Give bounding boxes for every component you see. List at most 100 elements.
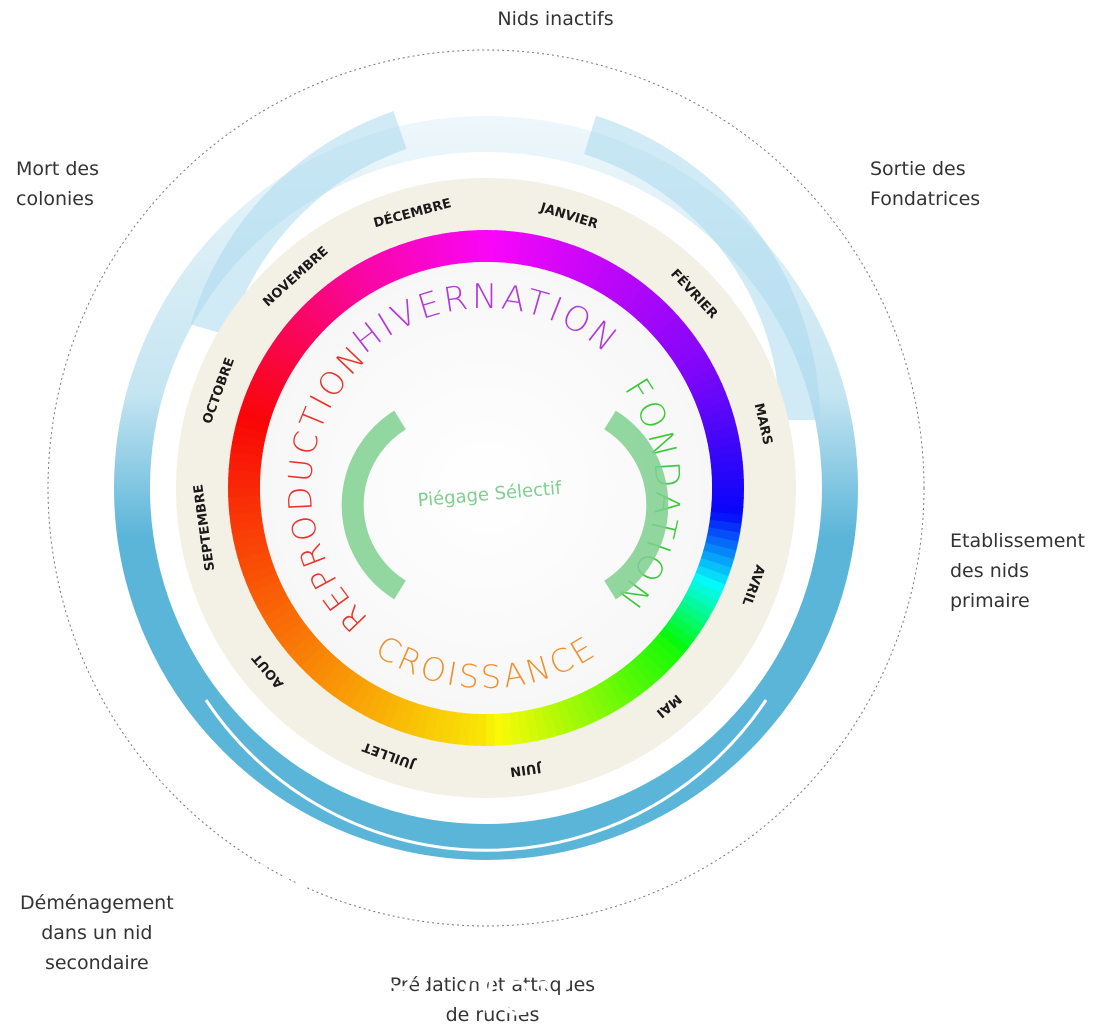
rainbow-segment [235,541,269,560]
rainbow-segment [262,349,296,375]
rainbow-segment [299,643,330,674]
rainbow-segment [637,296,667,327]
rainbow-segment [240,398,275,419]
rainbow-segment [246,571,280,593]
rainbow-segment [688,579,722,603]
rainbow-segment [705,425,739,443]
outer-blue-band [114,116,858,860]
label-mort-des-colonies: Mort des colonies [16,158,99,210]
rainbow-segment [681,359,715,384]
rainbow-segment [652,633,684,662]
rainbow-segment [475,713,486,746]
rainbow-segment [653,315,685,344]
rainbow-segment [647,639,678,669]
outer-band-text: DESTRUCTION DES NIDS [240,844,810,1026]
inner-disk [260,262,712,714]
rainbow-segment [381,248,403,282]
rainbow-segment [597,679,623,713]
rainbow-segment [364,255,389,289]
rainbow-segment [325,665,354,697]
rainbow-segment [525,233,542,268]
rainbow-segment [532,235,551,270]
rainbow-segment [320,283,349,315]
rainbow-segment [663,620,695,649]
label-sortie-des-fondatrices: Sortie des Fondatrices [870,158,981,210]
rainbow-segment [684,587,718,611]
rainbow-segment [340,674,367,707]
rainbow-segment [700,408,735,428]
rainbow-segment [664,329,696,357]
rainbow-segment [548,239,568,274]
rainbow-segment [659,322,691,351]
rainbow-segment [576,691,600,725]
rainbow-segment [539,705,558,739]
rainbow-segment [700,550,735,570]
rainbow-segment [672,607,705,634]
rainbow-segment [685,366,719,391]
rainbow-segment [611,670,638,703]
rainbow-segment [667,614,700,642]
rainbow-segment [430,708,447,743]
rainbow-segment [583,687,608,721]
rainbow-segment [484,713,496,747]
rainbow-segment [235,415,270,434]
rainbow-segment [605,269,632,302]
rainbow-segment [341,268,368,301]
rainbow-segment [486,230,497,263]
rainbow-segment [648,308,679,338]
rainbow-segment [332,669,360,702]
rainbow-segment [230,441,264,457]
rainbow-segment [695,391,730,413]
rainbow-segment [387,696,409,731]
rainbow-segment [711,470,744,482]
month-label: JUIN [509,760,543,779]
outer-dashed-circle [47,49,925,927]
rainbow-segment [554,700,575,734]
rainbow-segment [617,666,645,698]
rainbow-segment [237,548,272,568]
rainbow-segment [253,585,287,610]
rainbow-segment [668,336,701,363]
rainbow-segment [612,274,640,307]
rainbow-segment [312,654,341,686]
rainbow-segment [228,477,261,488]
rainbow-segment [423,235,441,269]
rainbow-segment [389,244,411,279]
rainbow-segment [397,242,418,276]
rainbow-segment [363,686,387,720]
rainbow-segment [306,295,336,326]
rainbow-segment [243,389,278,411]
rainbow-segment [404,702,424,737]
rainbow-segment [563,245,585,280]
rainbow-segment [697,557,732,578]
rainbow-segment [623,661,652,693]
rainbow-segment [698,399,732,420]
rainbow-segment [599,264,625,298]
rainbow-segment [492,713,504,746]
rainbow-segment [250,373,284,397]
rainbow-segment [282,320,314,349]
rainbow-segment [439,710,455,744]
band-highlight-left [190,111,407,336]
rainbow-segment [246,381,281,404]
rainbow-segment [272,334,305,362]
rainbow-segment [476,230,488,263]
label-predation-attaques: Prédation et attaques de ruches [389,974,596,1026]
rainbow-segment [277,327,309,356]
rainbow-segment [267,342,300,369]
rainbow-segment [711,488,744,499]
rainbow-segment [517,232,533,266]
rainbow-segment [468,230,480,263]
rainbow-segment [266,606,299,633]
rainbow-segment [585,256,609,290]
rainbow-segment [357,259,382,293]
band-highlight-right [583,115,820,421]
rainbow-segment [237,406,272,426]
rainbow-segment [630,655,659,687]
rainbow-segment [546,702,566,737]
rainbow-segment [706,527,741,544]
rainbow-segment [569,694,591,728]
rainbow-segment [233,533,267,551]
rainbow-segment [636,650,666,681]
